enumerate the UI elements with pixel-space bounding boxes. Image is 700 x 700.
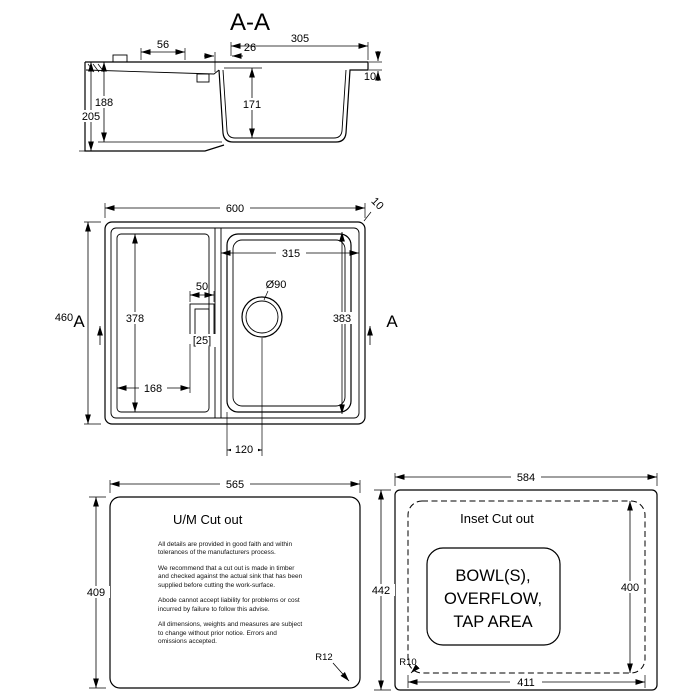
tap-boss <box>112 54 128 63</box>
overflow-detail <box>196 73 210 83</box>
section-marker-a-right: A <box>386 312 398 331</box>
disclaimer-paragraph: Abode cannot accept liability for proble… <box>158 597 300 613</box>
dim-188-label: 188 <box>95 97 113 109</box>
corner-radius-note: 10 <box>363 195 386 222</box>
dim-411-label: 411 <box>517 677 535 689</box>
inset-cutout-dashed-outline <box>407 500 646 674</box>
sink-outer-edge <box>104 221 366 425</box>
dim-25-label: [25] <box>193 335 211 347</box>
dim-120-label: 120 <box>235 444 253 456</box>
dim-460: 460 <box>55 221 101 425</box>
dim-460-label: 460 <box>55 312 73 324</box>
drain-hole <box>241 296 283 338</box>
section-marker-right: A <box>367 312 398 345</box>
dim-50: 50 <box>189 281 215 302</box>
dim-584-label: 584 <box>517 472 535 484</box>
dim-565: 565 <box>109 478 361 493</box>
plan-view: 600 10 460 A A 315 378 <box>55 195 398 456</box>
bowl-area-box <box>426 547 561 646</box>
bowl-area-line-1: BOWL(S), <box>455 567 530 585</box>
dim-584: 584 <box>394 471 658 486</box>
dim-305-label: 305 <box>291 33 309 45</box>
dim-600-label: 600 <box>226 203 244 215</box>
section-marker-a-left: A <box>73 312 85 331</box>
disclaimer-text: All details are provided in good faith a… <box>158 541 306 653</box>
dim-315: 315 <box>221 247 359 260</box>
dim-409: 409 <box>82 496 110 689</box>
sink-rim-inner <box>110 227 360 419</box>
dim-168-label: 168 <box>144 383 162 395</box>
inset-corner-radius-label: R10 <box>399 657 416 668</box>
dim-56: 56 <box>140 39 186 60</box>
dim-378-label: 378 <box>126 313 144 325</box>
dim-171: 171 <box>224 67 264 138</box>
dim-10-label: 10 <box>364 71 376 83</box>
inset-cutout-title: Inset Cut out <box>460 511 534 526</box>
dim-600: 600 <box>104 202 366 218</box>
section-marker-left: A <box>73 312 103 345</box>
dim-315-label: 315 <box>282 248 300 260</box>
bowl-area-line-3: TAP AREA <box>453 613 532 631</box>
drain-diameter-label: Ø90 <box>266 279 287 291</box>
inset-cutout-view: 584 442 400 411 Inset Cut out BOWL(S), O… <box>367 471 658 691</box>
dim-411: 411 <box>407 675 646 689</box>
disclaimer-paragraph: All dimensions, weights and measures are… <box>158 621 303 645</box>
dim-26: 26 <box>204 42 256 72</box>
dim-205: 205 <box>79 62 103 152</box>
dim-205-label: 205 <box>82 111 100 123</box>
dim-10-rim: 10 <box>364 51 382 83</box>
dim-400-label: 400 <box>621 582 639 594</box>
dim-305: 305 <box>230 33 369 60</box>
bowl-area-line-2: OVERFLOW, <box>444 590 542 608</box>
dim-409-label: 409 <box>87 587 105 599</box>
sink-section-profile <box>84 54 369 152</box>
dim-400: 400 <box>616 501 644 673</box>
section-title: A-A <box>230 9 270 36</box>
plan-corner-radius-label: 10 <box>369 195 386 212</box>
um-corner-radius-label: R12 <box>315 652 332 663</box>
drain-hole-inner <box>245 300 279 334</box>
dim-442: 442 <box>367 489 395 691</box>
disclaimer-paragraph: We recommend that a cut out is made in t… <box>158 564 303 589</box>
um-corner-radius: R12 <box>315 652 350 682</box>
dim-442-label: 442 <box>372 585 390 597</box>
dim-188: 188 <box>92 62 222 143</box>
dim-378: 378 <box>121 234 149 412</box>
um-cutout-title: U/M Cut out <box>173 512 243 527</box>
drain-diameter-callout: Ø90 <box>263 279 287 301</box>
um-cutout-view: 565 409 U/M Cut out R12 <box>82 478 361 689</box>
dim-50-label: 50 <box>196 281 208 293</box>
section-view: A-A 56 26 305 <box>79 9 382 152</box>
dim-25-reference: [25] <box>188 334 216 347</box>
dim-565-label: 565 <box>226 479 244 491</box>
dim-120: 120 <box>226 338 263 456</box>
dim-168: 168 <box>117 344 191 395</box>
inset-corner-radius: R10 <box>399 657 420 674</box>
dim-171-label: 171 <box>243 99 261 111</box>
disclaimer-paragraph: All details are provided in good faith a… <box>158 541 293 557</box>
dim-56-label: 56 <box>157 39 169 51</box>
dim-383: 383 <box>328 232 356 414</box>
dim-26-label: 26 <box>244 42 256 54</box>
dim-383-label: 383 <box>333 313 351 325</box>
